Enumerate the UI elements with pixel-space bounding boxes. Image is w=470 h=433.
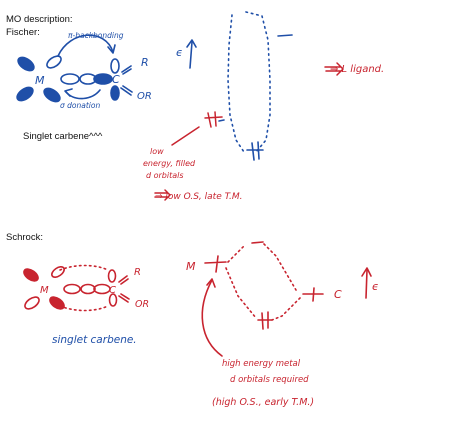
mo-label-M: M bbox=[186, 260, 196, 273]
carbon-p-lobe-top bbox=[110, 58, 120, 74]
schrock-carbene-diagram bbox=[23, 264, 130, 312]
metal-d-level bbox=[204, 255, 227, 273]
bond-to-OR bbox=[120, 87, 132, 96]
energy-axis-arrow bbox=[189, 41, 193, 69]
bonding-mo-level bbox=[257, 311, 273, 330]
carbon-sp2-lobe bbox=[93, 73, 113, 85]
dotted-lines bbox=[227, 11, 271, 153]
antibonding-level bbox=[251, 241, 264, 244]
label-R: R bbox=[141, 56, 149, 69]
carbon-p-lobe-top bbox=[107, 269, 117, 283]
metal-d-lobe-top-right bbox=[46, 55, 62, 69]
bond-to-R bbox=[118, 275, 128, 283]
l-ligand-arrow bbox=[324, 62, 344, 76]
metal-d-lobe-bottom-left bbox=[16, 86, 34, 102]
energy-axis-arrow bbox=[365, 269, 368, 299]
dotted-lines bbox=[225, 243, 301, 321]
note-pointer-arrow bbox=[171, 126, 200, 146]
label-epsilon: ϵ bbox=[176, 46, 183, 59]
bonding-electrons bbox=[251, 141, 260, 161]
fischer-annotations bbox=[154, 62, 344, 201]
fischer-heading: Fischer: bbox=[6, 27, 40, 38]
pi-backbonding-arrow bbox=[57, 34, 114, 57]
metal-d-lobe-top-left bbox=[23, 268, 39, 282]
note-low-os: ⇒ low O.S, late T.M. bbox=[155, 192, 243, 202]
label-C: C bbox=[112, 73, 120, 86]
fischer-mo-diagram bbox=[186, 11, 293, 161]
mo-description-heading: MO description: bbox=[6, 14, 73, 25]
note-d-orbitals-required: d orbitals required bbox=[230, 375, 309, 385]
label-epsilon: ϵ bbox=[372, 280, 379, 293]
note-high-os: (high O.S., early T.M.) bbox=[212, 397, 314, 408]
singlet-carbene-caption: Singlet carbene^^^ bbox=[23, 131, 103, 142]
label-sigma-donation: σ donation bbox=[60, 101, 100, 110]
note-d-orbitals: d orbitals bbox=[146, 171, 184, 180]
schrock-mo-diagram bbox=[201, 241, 372, 357]
note-high-energy: high energy metal bbox=[222, 359, 301, 369]
metal-d-lobe-top-left bbox=[17, 56, 35, 72]
bond-to-OR bbox=[118, 295, 129, 303]
fischer-carbene-diagram bbox=[16, 34, 133, 103]
low-os-arrow bbox=[154, 189, 171, 201]
label-M: M bbox=[35, 74, 45, 87]
note-pointer-arrow bbox=[201, 279, 223, 357]
sigma-lobe-2 bbox=[80, 283, 96, 295]
sigma-interaction-dots bbox=[59, 305, 109, 312]
note-low: low bbox=[150, 147, 164, 156]
label-OR: OR bbox=[137, 91, 152, 102]
note-l-ligand: ⇒ L ligand. bbox=[330, 64, 384, 75]
metal-d-level bbox=[218, 119, 225, 122]
schrock-heading: Schrock: bbox=[6, 232, 43, 243]
carbon-p-lobe-bottom bbox=[110, 85, 120, 101]
metal-d-lobe-bottom-right bbox=[43, 87, 61, 103]
metal-d-lobe-bottom-left bbox=[24, 296, 40, 310]
pi-interaction-dots bbox=[59, 264, 109, 271]
carbene-lumo-level bbox=[277, 34, 293, 37]
label-singlet-carbene: singlet carbene. bbox=[52, 334, 137, 346]
label-M: M bbox=[40, 285, 49, 296]
carbon-p-lobe-bottom bbox=[108, 293, 118, 307]
metal-electron-pair bbox=[204, 111, 223, 128]
carbon-sp2-lobe bbox=[93, 283, 111, 295]
sigma-lobe-1 bbox=[63, 283, 81, 295]
mo-label-C: C bbox=[334, 288, 342, 301]
sigma-lobe-1 bbox=[60, 73, 80, 85]
bond-to-R bbox=[121, 65, 132, 73]
label-R: R bbox=[134, 267, 141, 278]
sigma-donation-arrow bbox=[65, 89, 101, 100]
note-energy-filled: energy, filled bbox=[143, 159, 196, 168]
metal-d-lobe-bottom-right bbox=[49, 296, 65, 310]
label-OR: OR bbox=[135, 299, 149, 310]
label-pi-backbonding: π-backbonding bbox=[68, 31, 124, 40]
label-C: C bbox=[109, 285, 116, 296]
metal-d-lobe-top-right bbox=[51, 266, 65, 278]
carbon-level bbox=[302, 287, 324, 302]
